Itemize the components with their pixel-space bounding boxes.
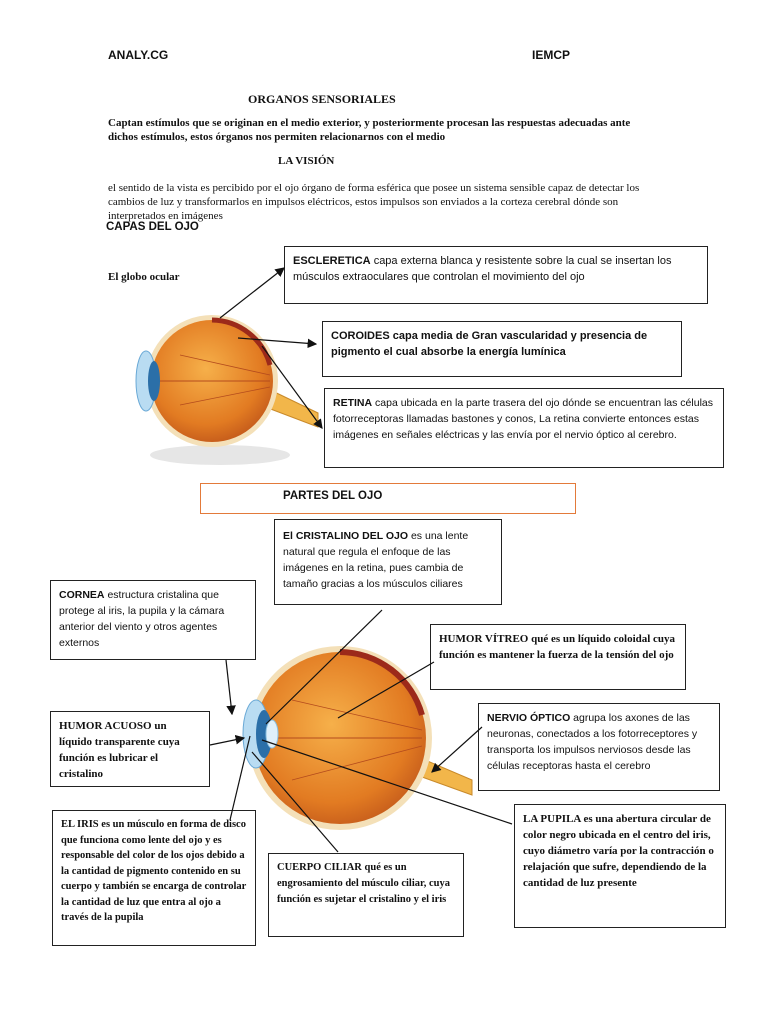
iris-text: es un músculo en forma de disco que func… [61,819,247,923]
vision-text: el sentido de la vista es percibido por … [108,182,640,222]
retina-text: capa ubicada en la parte trasera del ojo… [333,397,713,441]
nervio-optico-term: NERVIO ÓPTICO [487,712,571,724]
eye-parts-illustration [242,646,473,830]
layers-heading: CAPAS DEL OJO [106,221,199,233]
globe-label: El globo ocular [108,271,180,283]
cuerpo-ciliar-box: CUERPO CILIAR qué es un engrosamiento de… [268,853,464,937]
esclerotica-term: ESCLERETICA [293,255,371,267]
cristalino-text: es una lente natural que regula el enfoq… [283,530,469,590]
esclerotica-box: ESCLERETICA capa externa blanca y resist… [284,246,708,304]
humor-vitreo-text: qué es un líquido coloidal cuya función … [439,633,676,661]
eyeball-illustration [135,315,319,465]
vision-heading: LA VISIÓN [278,155,335,167]
cornea-text: estructura cristalina que protege al iri… [59,589,225,649]
pupila-text: es una abertura circular de color negro … [523,813,714,889]
pupila-box: LA PUPILA es una abertura circular de co… [514,804,726,928]
intro-text: Captan estímulos que se originan en el m… [108,117,631,143]
humor-acuoso-text: un líquido transparente cuya función es … [59,720,180,780]
cornea-term: CORNEA [59,589,105,601]
coroides-text: capa media de Gran vascularidad y presen… [331,330,648,358]
page-title: ORGANOS SENSORIALES [248,92,396,106]
coroides-term: COROIDES [331,330,390,342]
header-right: IEMCP [532,48,571,62]
iris-term: EL IRIS [61,819,99,830]
nervio-optico-text: agrupa los axones de las neuronas, conec… [487,712,698,772]
cristalino-box: El CRISTALINO DEL OJO es una lente natur… [274,519,502,605]
cornea-box: CORNEA estructura cristalina que protege… [50,580,256,660]
cristalino-term: El CRISTALINO DEL OJO [283,530,409,542]
cuerpo-ciliar-term: CUERPO CILIAR [277,862,362,873]
pupila-term: LA PUPILA [523,813,581,825]
parts-heading: PARTES DEL OJO [200,483,576,514]
iris-box: EL IRIS es un músculo en forma de disco … [52,810,256,946]
esclerotica-text: capa externa blanca y resistente sobre l… [293,255,672,283]
header-left: ANALY.CG [108,48,169,62]
humor-acuoso-term: HUMOR ACUOSO [59,720,152,732]
nervio-optico-box: NERVIO ÓPTICO agrupa los axones de las n… [478,703,720,791]
humor-acuoso-box: HUMOR ACUOSO un líquido transparente cuy… [50,711,210,787]
retina-term: RETINA [333,397,373,409]
humor-vitreo-term: HUMOR VÍTREO [439,633,529,645]
retina-box: RETINA capa ubicada en la parte trasera … [324,388,724,468]
coroides-box: COROIDES capa media de Gran vascularidad… [322,321,682,377]
humor-vitreo-box: HUMOR VÍTREO qué es un líquido coloidal … [430,624,686,690]
cuerpo-ciliar-text: qué es un engrosamiento del músculo cili… [277,862,450,905]
